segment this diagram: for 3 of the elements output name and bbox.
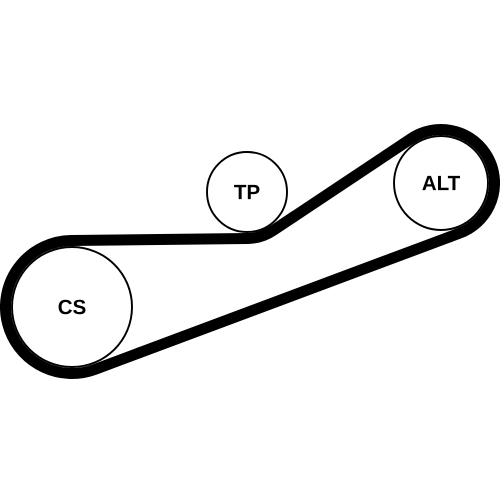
- belt: [290, 150, 391, 222]
- belt: [72, 233, 248, 246]
- belt: [136, 231, 453, 358]
